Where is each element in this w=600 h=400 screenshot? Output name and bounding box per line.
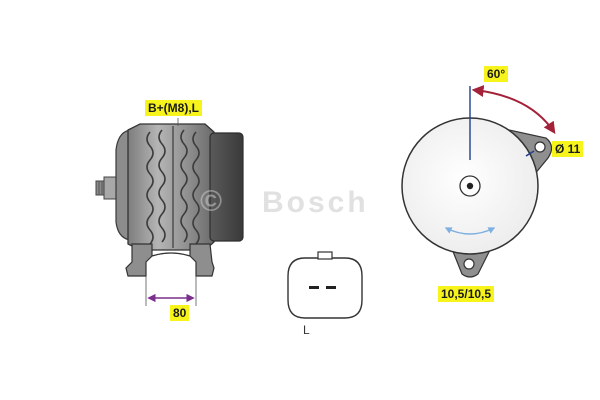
lower-mount-hole <box>463 258 475 270</box>
lower-mount-label: 10,5/10,5 <box>438 286 495 302</box>
plug-connector <box>287 251 363 319</box>
angle-arc <box>471 85 556 134</box>
watermark-brand: Bosch <box>262 186 369 219</box>
watermark-copyright: © <box>200 185 226 218</box>
angle-label: 60° <box>484 66 509 82</box>
terminal-stud <box>95 176 117 200</box>
rotation-arrow <box>444 227 496 235</box>
alternator-side-view <box>95 118 244 306</box>
hole-diameter-label: Ø 11 <box>552 141 584 157</box>
terminal-spec-label: B+(M8),L <box>145 100 202 116</box>
rear-housing <box>209 132 244 242</box>
mounting-foot-left <box>125 243 153 277</box>
connector-pin-label: L <box>303 323 310 337</box>
cooling-fins <box>146 129 200 245</box>
shaft-center <box>466 182 474 190</box>
hole-diameter-pointer <box>525 150 535 157</box>
mounting-foot-right <box>189 243 215 277</box>
alternator-front-view <box>401 85 556 278</box>
mount-width-label: 80 <box>170 305 190 321</box>
upper-mount-hole <box>534 141 546 153</box>
mount-width-dimension <box>145 276 197 306</box>
